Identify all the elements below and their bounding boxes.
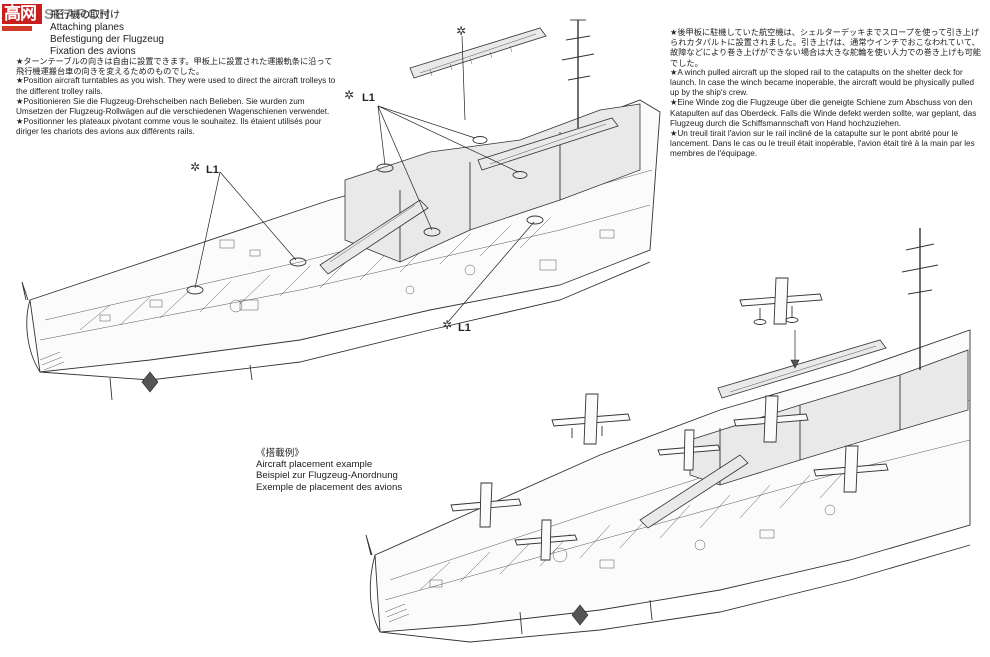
aircraft-deck-2	[450, 482, 522, 528]
aircraft-deck-5	[813, 445, 889, 493]
turntable-part-icon: ✲	[344, 88, 355, 102]
caption-de: Beispiel zur Flugzeug-Anordnung	[256, 470, 398, 482]
lower-propeller	[571, 604, 589, 626]
aircraft-deck-1	[551, 393, 631, 445]
turntable-part-icon: ✲	[190, 160, 201, 174]
upper-ship-assembly	[21, 19, 661, 401]
turntable-part-icon: ✲	[442, 318, 453, 332]
note-ja: ★後甲板に駐機していた航空機は、シェルターデッキまでスロープを使って引き上げられ…	[670, 27, 981, 68]
logo-text: SEARCH	[44, 6, 111, 23]
note-en: ★Position aircraft turntables as you wis…	[16, 76, 336, 96]
aircraft-deck-4	[733, 395, 809, 443]
part-label-l1: L1	[362, 92, 375, 104]
upper-propeller	[141, 371, 159, 393]
lower-sloped-ramp	[639, 454, 749, 529]
title-ja: 飛行機の取付け	[50, 10, 120, 21]
upper-superstructure	[344, 103, 641, 263]
caption-en: Aircraft placement example	[256, 459, 373, 471]
note-fr: ★Un treuil tirait l'avion sur le rail in…	[670, 129, 975, 159]
logo-underline	[2, 26, 32, 31]
turntable-notes: ★ターンテーブルの向きは自由に設置できます。甲板上に設置された運搬軌条に沿って飛…	[16, 56, 338, 138]
note-de: ★Positionieren Sie die Flugzeug-Drehsche…	[16, 96, 330, 117]
aircraft-deck-6	[657, 429, 721, 471]
lower-catapult-rail	[717, 339, 887, 399]
upper-catapult-rail	[409, 27, 547, 79]
logo-glyph: 高网	[4, 4, 37, 24]
title-fr: Fixation des avions	[50, 46, 136, 57]
lower-ship-example	[365, 228, 971, 643]
turntable-part-icon: ✲	[456, 24, 467, 38]
caption-ja: 《搭載例》	[256, 448, 304, 459]
lower-hull-deck	[374, 329, 971, 633]
watermark-logo: 高网 SEARCH	[0, 4, 160, 31]
title-en: Attaching planes	[50, 22, 124, 33]
winch-notes: ★後甲板に駐機していた航空機は、シェルターデッキまでスロープを使って引き上げられ…	[670, 27, 982, 160]
note-en: ★A winch pulled aircraft up the sloped r…	[670, 67, 975, 98]
part-label-l1: L1	[458, 322, 471, 334]
part-leader-lines	[194, 35, 535, 323]
placed-aircraft	[450, 277, 889, 561]
step-title: 飛行機の取付け Attaching planes Befestigung der…	[50, 10, 164, 58]
upper-turntables	[186, 136, 544, 295]
note-de: ★Eine Winde zog die Flugzeuge über die g…	[670, 98, 977, 128]
caption-fr: Exemple de placement des avions	[256, 481, 403, 493]
placement-example-caption: 《搭載例》 Aircraft placement example Beispie…	[256, 448, 402, 493]
aircraft-deck-3	[514, 519, 578, 561]
upper-sloped-ramp	[319, 199, 429, 275]
title-de: Befestigung der Flugzeug	[50, 34, 164, 45]
note-ja: ★ターンテーブルの向きは自由に設置できます。甲板上に設置された運搬軌条に沿って飛…	[16, 56, 333, 77]
part-label-l1: L1	[206, 164, 219, 176]
note-fr: ★Positionner les plateaux pivotant comme…	[16, 117, 322, 137]
aircraft-on-catapult-1	[739, 277, 823, 325]
logo-mark	[2, 4, 42, 24]
